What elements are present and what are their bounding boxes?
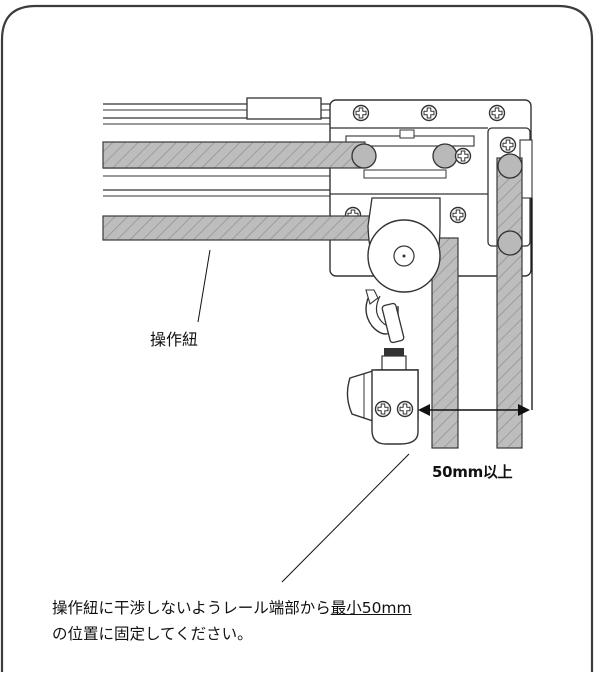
note-line2-text: の位置に固定してください。	[52, 625, 253, 643]
note-min-distance: 最小50mm	[330, 599, 412, 617]
cord-hook	[365, 289, 407, 373]
dimension-label: 50mm以上	[432, 463, 513, 481]
cord-leader-line	[197, 249, 211, 323]
note-line1-text: 操作紐に干渉しないようレール端部から	[52, 599, 331, 617]
pulleys	[351, 143, 523, 293]
dimension-50mm	[418, 198, 533, 416]
installation-note: 操作紐に干渉しないようレール端部から最小50mm の位置に固定してください。	[52, 595, 412, 647]
cord-label: 操作紐	[150, 330, 199, 349]
cord-weight	[346, 369, 419, 445]
note-leader-line	[281, 453, 410, 583]
frame-border	[0, 4, 594, 672]
curtain-rail	[103, 97, 330, 197]
operation-cord	[102, 141, 523, 449]
